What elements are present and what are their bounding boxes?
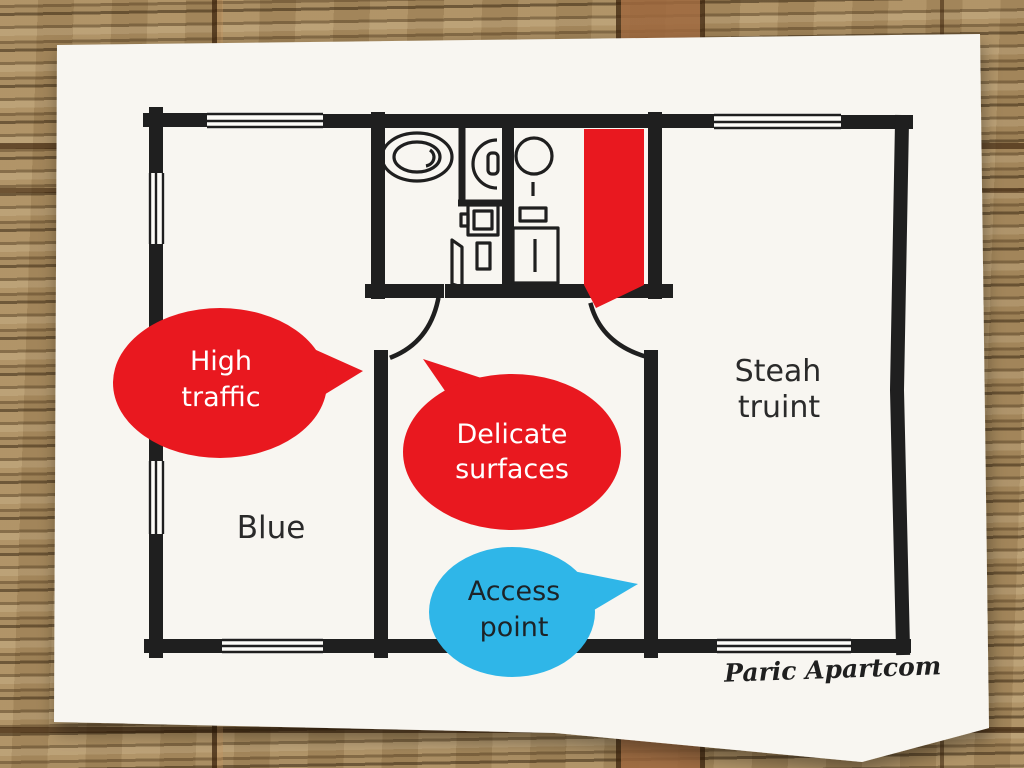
bathroom-fixtures: [380, 126, 560, 289]
toilet-icon-inner: [392, 140, 442, 174]
bubble-high-traffic-line1: High: [190, 346, 252, 377]
door-arc-left: [389, 297, 441, 360]
window-top-left: [207, 112, 323, 129]
toilet-icon-detail: [425, 148, 436, 168]
room-label-left: Blue: [237, 510, 306, 546]
bubble-high-traffic-line2: traffic: [181, 382, 260, 413]
wall-right: [890, 114, 911, 656]
bathroom-sink-icon: [471, 138, 498, 190]
washing-machine-knob: [459, 212, 470, 228]
highlighted-wall-section: [584, 129, 644, 308]
room-label-right-line2: truint: [738, 390, 820, 425]
window-bottom-left: [222, 638, 323, 654]
kitchen-sink-icon: [514, 136, 554, 176]
bubble-access-point: Access point: [429, 547, 638, 677]
bubble-delicate-surfaces-line1: Delicate: [457, 419, 568, 450]
bathroom-sink-basin: [486, 151, 500, 176]
door-arc-right: [588, 302, 650, 360]
cabinet-slot-icon: [475, 241, 492, 271]
counter-slot-icon: [518, 206, 548, 223]
bubble-high-traffic-body: [113, 308, 327, 458]
window-top-right: [714, 113, 841, 130]
window-bottom-right: [717, 638, 851, 654]
bubble-delicate-surfaces-line2: surfaces: [455, 454, 569, 485]
bubble-access-point-line2: point: [480, 612, 549, 643]
open-door-leaf-icon: [450, 238, 464, 289]
windows: [148, 112, 851, 654]
toilet-icon: [380, 131, 454, 183]
bubble-access-point-line1: Access: [468, 576, 560, 607]
bubble-delicate-surfaces: Delicate surfaces: [403, 359, 621, 530]
washing-machine-door: [472, 209, 494, 231]
bubble-high-traffic: High traffic: [113, 308, 363, 458]
cabinet-icon: [511, 226, 560, 285]
bubble-access-point-body: [429, 547, 595, 677]
bathroom-partition: [458, 126, 505, 207]
room-label-right-line1: Steah: [735, 354, 822, 389]
window-left-lower: [148, 461, 165, 534]
window-left-upper: [148, 173, 165, 244]
bubble-delicate-surfaces-body: [403, 374, 621, 530]
